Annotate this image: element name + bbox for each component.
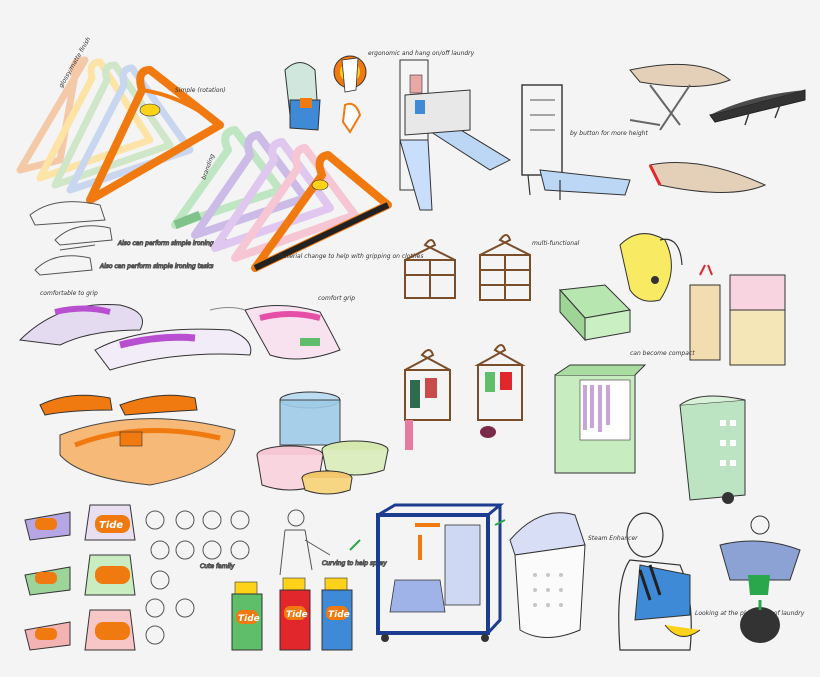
detergent-pod-icon <box>24 566 71 596</box>
pod-sketches: Cute family <box>145 510 250 645</box>
detergent-pods: Tide <box>24 504 136 651</box>
svg-text:Tide: Tide <box>238 614 260 624</box>
detergent-pod-icon <box>24 621 71 651</box>
note-spray: Curving to help spray <box>322 560 387 567</box>
hanger-icon <box>36 58 154 182</box>
note-steamer: Steam Enhancer <box>588 535 638 542</box>
person-sketch: Curving to help spray <box>279 509 388 576</box>
note-iron-b: comfort grip <box>318 295 355 302</box>
note-ironing-board: by button for more height <box>570 130 648 137</box>
hanging-organizer-3 <box>404 349 451 421</box>
hanger-icon <box>191 131 309 239</box>
laundry-basket-icon <box>321 449 389 476</box>
ironing-board-wall <box>399 59 512 211</box>
hanger-icon <box>86 66 224 204</box>
small-hanger-sketches: Also can perform simple ironing tasks Al… <box>29 201 232 276</box>
foldable-bag <box>558 284 632 342</box>
hanger-icon <box>251 151 392 272</box>
note-hangers-b: Simple (rotation) <box>175 87 226 94</box>
mannequin-icon <box>618 512 701 651</box>
laundry-basket-icon <box>689 284 721 361</box>
spray-bottles: Tide Tide Tide <box>231 577 353 651</box>
detergent-pod-icon: Tide <box>84 504 136 541</box>
note-small-b: Also can perform simple ironing tasks <box>99 263 213 270</box>
laundry-basket-icon <box>279 399 341 446</box>
laundry-cart <box>349 503 506 642</box>
hanger-icon <box>231 144 359 262</box>
laundry-basket-icon <box>679 399 746 501</box>
stain-remover-group <box>39 394 236 486</box>
note-material: Material change to help with gripping on… <box>278 253 423 260</box>
hanger-icon <box>51 61 174 189</box>
iron-group: comfortable to grip comfort grip <box>18 290 355 371</box>
hanging-organizer-1 <box>404 239 456 299</box>
note-door-hook: ergonomic and hang on/off laundry <box>368 50 475 57</box>
ironing-board-icon <box>539 169 631 196</box>
laundry-cart-icon <box>376 513 490 635</box>
ironing-board-icon <box>629 63 731 87</box>
yellow-bag <box>619 233 683 302</box>
laundry-basket-icon <box>301 477 353 495</box>
note-pods: Cute family <box>200 563 235 570</box>
ironing-board-freestanding: by button for more height <box>521 84 648 200</box>
hanger-group-center: branding Material change to help with gr… <box>171 126 423 272</box>
steamer-hamper: Steam Enhancer <box>509 512 638 638</box>
hanger-icon <box>211 138 334 252</box>
wardrobe: can become compact <box>554 350 695 474</box>
standing-hampers <box>689 264 786 366</box>
laundry-basket-icon <box>729 309 786 366</box>
mannequin-icon <box>719 515 801 643</box>
rolling-hamper <box>679 395 746 504</box>
door-hook-detergent: ergonomic and hang on/off laundry <box>284 50 475 134</box>
hanger-group-left: glossy/matte finish Simple (rotation) <box>16 36 226 204</box>
tide-logo-icon <box>119 431 143 447</box>
detergent-pod-icon <box>24 511 71 541</box>
detergent-pod-icon <box>84 554 136 596</box>
detergent-pod-icon <box>84 609 136 651</box>
hanger-icon <box>16 56 89 174</box>
note-iron-a: comfortable to grip <box>40 290 98 297</box>
svg-text:Tide: Tide <box>286 610 308 620</box>
hanger-icon <box>171 126 284 229</box>
hanger-icon <box>54 225 113 246</box>
note-small-a: Also can perform simple ironing tasks <box>117 240 231 247</box>
laundry-basket-icon <box>514 544 586 638</box>
spray-bottle-icon: Tide <box>279 577 311 651</box>
note-wardrobe: can become compact <box>630 350 695 357</box>
mannequin-group: Looking at the placement of laundry <box>618 512 805 651</box>
hanger-icon <box>66 64 194 194</box>
spray-bottle-icon: Tide <box>231 581 263 651</box>
hanging-organizers: multi-functional <box>404 234 580 450</box>
note-organizer: multi-functional <box>532 240 580 247</box>
note-mannequin: Looking at the placement of laundry <box>695 610 805 617</box>
svg-text:Tide: Tide <box>328 610 350 620</box>
hanger-icon <box>34 255 93 276</box>
hamper-stack <box>256 391 389 495</box>
tide-logo-icon <box>300 98 312 108</box>
ironing-board-fold <box>629 63 806 193</box>
hanger-icon <box>29 201 106 226</box>
hanging-organizer-2 <box>479 234 531 301</box>
hanging-organizer-4 <box>474 344 526 421</box>
tide-logo-text: Tide <box>99 520 123 531</box>
spray-bottle-icon: Tide <box>321 577 353 651</box>
